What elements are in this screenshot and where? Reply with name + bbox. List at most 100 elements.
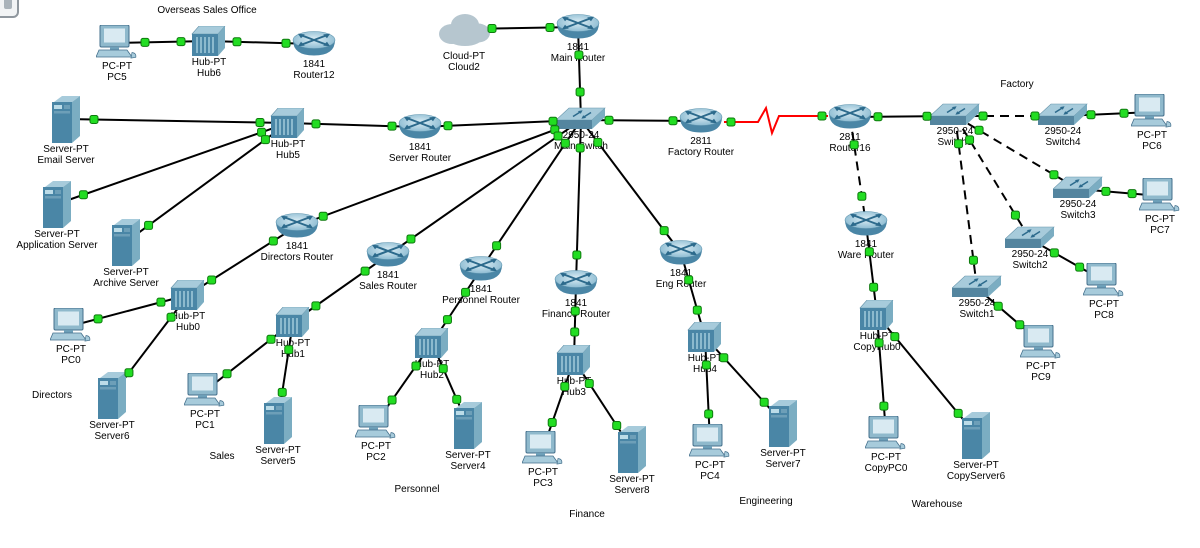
- link-warerouter-copyhub0[interactable]: [865, 223, 878, 316]
- device-model-label: 2811: [690, 136, 712, 147]
- device-name-label: CopyHub0: [853, 342, 901, 353]
- device-name-label: Hub3: [562, 387, 586, 398]
- device-name-label: Personnel Router: [442, 295, 520, 306]
- device-name-label: Eng Router: [655, 279, 707, 290]
- device-model-label: Server-PT: [609, 474, 655, 485]
- device-model-label: Server-PT: [89, 420, 135, 431]
- device-name-label: Server7: [765, 459, 801, 470]
- device-model-label: Server-PT: [953, 460, 999, 471]
- device-name-label: Server4: [450, 461, 486, 472]
- link-mainswitch-directorsrouter[interactable]: [296, 119, 582, 227]
- device-name-label: CopyPC0: [864, 463, 908, 474]
- device-name-label: Hub2: [420, 370, 444, 381]
- device-name-label: Hub0: [176, 322, 200, 333]
- region-label-sales: Sales: [209, 451, 235, 462]
- region-label-factory: Factory: [1000, 79, 1034, 90]
- device-name-label: PC7: [1150, 225, 1170, 236]
- link-mainswitch-salesrouter[interactable]: [387, 119, 582, 256]
- device-model-label: Cloud-PT: [442, 51, 486, 62]
- link-directorsrouter-hub0[interactable]: [187, 225, 298, 296]
- device-name-label: Server Router: [388, 153, 452, 164]
- device-model-label: Hub-PT: [859, 331, 895, 342]
- device-model-label: Hub-PT: [687, 353, 723, 364]
- device-model-label: PC-PT: [102, 61, 132, 72]
- device-name-label: Switch2: [1012, 260, 1048, 271]
- region-label-overseas-sales-office: Overseas Sales Office: [157, 5, 257, 16]
- device-name-label: Server6: [94, 431, 130, 442]
- link-router16-warerouter[interactable]: [849, 116, 867, 225]
- device-model-label: Hub-PT: [170, 311, 206, 322]
- device-model-label: Server-PT: [445, 450, 491, 461]
- link-copyhub0-copypc0[interactable]: [876, 314, 887, 435]
- device-name-label: Archive Server: [93, 278, 159, 289]
- device-model-label: PC-PT: [1089, 299, 1119, 310]
- device-model-label: PC-PT: [1137, 130, 1167, 141]
- device-name-label: Hub5: [276, 150, 300, 161]
- device-model-label: PC-PT: [528, 467, 558, 478]
- device-model-label: Hub-PT: [270, 139, 306, 150]
- device-model-label: 1841: [285, 241, 309, 252]
- device-name-label: PC2: [366, 452, 386, 463]
- device-model-label: Server-PT: [43, 144, 89, 155]
- device-model-label: 1841: [564, 298, 588, 309]
- link-factoryrouter-router16[interactable]: [724, 105, 828, 137]
- link-emailserver-hub5[interactable]: [65, 118, 289, 124]
- link-hub0-pc0[interactable]: [70, 294, 189, 327]
- device-model-label: Hub-PT: [191, 57, 227, 68]
- device-name-label: CopyServer6: [946, 471, 1006, 482]
- device-model-label: 2950-24: [562, 130, 600, 141]
- device-name-label: Hub1: [281, 349, 305, 360]
- device-model-label: 1841: [854, 239, 878, 250]
- device-name-label: PC0: [61, 355, 81, 366]
- device-name-label: Application Server: [16, 240, 98, 251]
- link-hub5-serverrouter[interactable]: [287, 122, 421, 128]
- device-name-label: PC4: [700, 471, 720, 482]
- device-model-label: Server-PT: [760, 448, 806, 459]
- link-mainrouter-mainswitch[interactable]: [577, 26, 582, 121]
- toolbar-icon-partial[interactable]: [0, 0, 19, 18]
- link-appserver-hub5[interactable]: [56, 122, 289, 205]
- region-label-finance: Finance: [569, 509, 605, 520]
- device-name-label: Directors Router: [260, 252, 334, 263]
